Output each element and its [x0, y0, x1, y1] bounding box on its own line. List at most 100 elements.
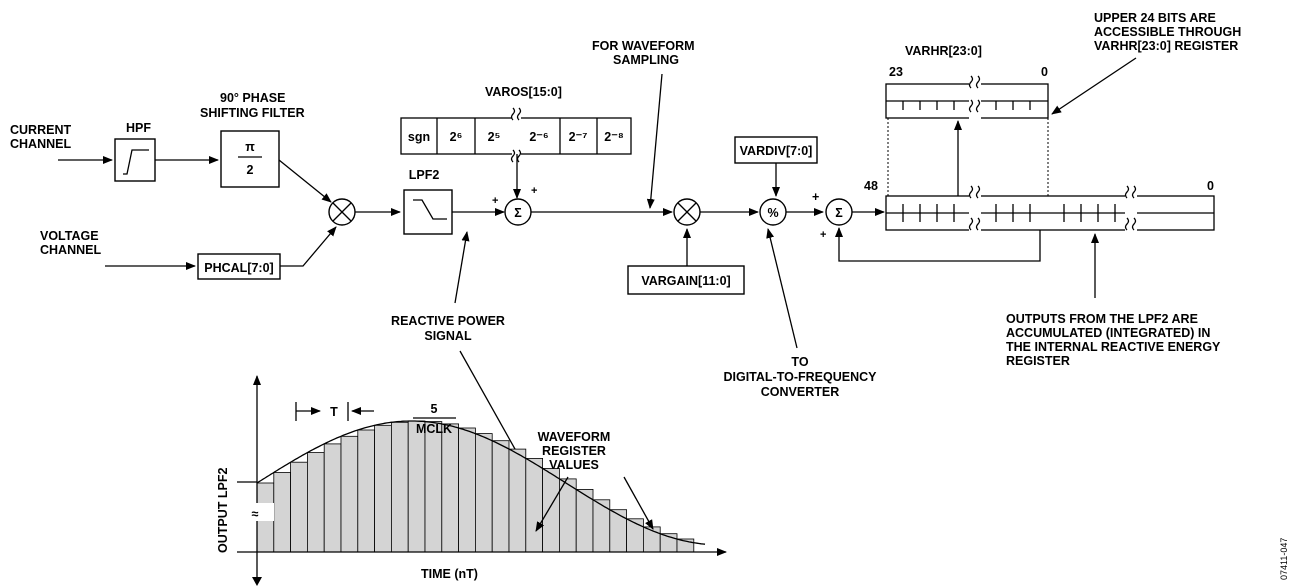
sigma-2: Σ	[835, 206, 843, 220]
waveform-bar	[525, 457, 543, 553]
reactive-power-arrow	[454, 231, 470, 304]
waveform-bar	[609, 509, 627, 553]
reactive-power-plus-left-2: +	[812, 190, 819, 204]
varhr-bit-0: 0	[1041, 65, 1048, 79]
outputs-note: OUTPUTS FROM THE LPF2 ARE	[1006, 312, 1198, 326]
waveform-values-arrow-left	[535, 476, 569, 532]
plot-y-label: OUTPUT LPF2	[216, 468, 230, 553]
waveform-bar	[357, 429, 375, 553]
varos-cell-2-m7: 2⁻⁷	[569, 130, 588, 144]
waveform-bar	[508, 448, 527, 553]
upper-bits-note-2: ACCESSIBLE THROUGH	[1094, 25, 1241, 39]
multiplier-1	[328, 198, 356, 226]
lpf2-output-curve	[256, 420, 706, 545]
waveform-bar	[390, 421, 409, 553]
to-dfc-label-3: CONVERTER	[761, 385, 839, 399]
varos-cell-2-m6: 2⁻⁶	[529, 130, 548, 144]
phase-to-mult-wire	[278, 159, 332, 203]
waveform-bar	[374, 424, 392, 553]
waveform-values-arrow-right	[623, 476, 654, 530]
phase-filter-label-2: SHIFTING FILTER	[200, 106, 305, 120]
waveform-bar	[474, 433, 493, 553]
waveform-bar	[290, 461, 308, 553]
hpf-label: HPF	[126, 121, 151, 135]
waveform-bar	[340, 435, 359, 553]
current-channel-label-2: CHANNEL	[10, 137, 71, 151]
waveform-bar	[407, 420, 426, 553]
varhr-bit-23: 23	[889, 65, 903, 79]
waveform-bar	[559, 478, 577, 553]
varhr-label: VARHR[23:0]	[905, 44, 982, 58]
waveform-bar	[491, 440, 510, 553]
to-dfc-label: TO	[791, 355, 808, 369]
waveform-sampling-arrow	[646, 73, 663, 209]
two-symbol: 2	[247, 163, 254, 177]
current-channel-label: CURRENT	[10, 123, 71, 137]
lpf2-block	[403, 189, 453, 235]
waveform-bar	[542, 467, 560, 553]
sum1-plus-top: +	[531, 185, 537, 197]
phase-filter-block	[220, 130, 280, 188]
outputs-note-4: REGISTER	[1006, 354, 1070, 368]
period-label: T	[330, 405, 338, 419]
percent-symbol: %	[767, 206, 778, 220]
waveform-register-values-label: WAVEFORM	[538, 430, 611, 444]
waveform-bar	[273, 472, 291, 553]
waveform-bar	[441, 423, 459, 553]
multiplier-2	[673, 198, 701, 226]
waveform-sampling-label: FOR WAVEFORM	[592, 39, 695, 53]
voltage-channel-label: VOLTAGE	[40, 229, 99, 243]
varos-cell-2-m8: 2⁻⁸	[604, 130, 624, 144]
waveform-bar	[458, 427, 476, 553]
hpf-icon	[123, 149, 149, 175]
accumulator-feedback-wire	[835, 227, 1041, 262]
varos-cell-sgn: sgn	[408, 130, 430, 144]
varos-break-mark	[510, 107, 522, 163]
phase-filter-label: 90° PHASE	[220, 91, 285, 105]
register-bit-48: 48	[864, 179, 878, 193]
waveform-bar	[323, 443, 342, 553]
upper-bits-note-3: VARHR[23:0] REGISTER	[1094, 39, 1238, 53]
fraction-numerator: 5	[431, 402, 438, 416]
varos-label: VAROS[15:0]	[485, 85, 562, 99]
phcal-label: PHCAL[7:0]	[204, 261, 273, 275]
outputs-note-2: ACCUMULATED (INTEGRATED) IN	[1006, 326, 1210, 340]
internal-register-ticks	[886, 185, 1214, 238]
sum1-plus-left: +	[492, 195, 498, 207]
waveform-register-values-label-3: VALUES	[549, 458, 599, 472]
reactive-power-label: REACTIVE POWER	[391, 314, 505, 328]
reactive-power-label-2: SIGNAL	[424, 329, 472, 343]
vardiv-block	[734, 136, 818, 164]
varhr-register-ticks	[886, 75, 1048, 124]
vargain-block	[627, 265, 745, 295]
waveform-bar	[306, 452, 325, 553]
varos-cell-2-6: 2⁶	[450, 130, 463, 144]
voltage-channel-label-2: CHANNEL	[40, 243, 101, 257]
plot-x-label: TIME (nT)	[421, 567, 478, 581]
waveform-register-values-label-2: REGISTER	[542, 444, 606, 458]
vargain-label: VARGAIN[11:0]	[641, 274, 730, 288]
figure-id: 07411-047	[1279, 538, 1289, 580]
vardiv-label: VARDIV[7:0]	[740, 144, 813, 158]
lpf2-label: LPF2	[409, 168, 440, 182]
period-marker	[295, 402, 374, 421]
upper-bits-note: UPPER 24 BITS ARE	[1094, 11, 1216, 25]
waveform-bar	[424, 421, 443, 553]
sum2-plus-bottom: +	[820, 229, 826, 241]
to-dfc-arrow	[766, 228, 798, 349]
to-dfc-label-2: DIGITAL-TO-FREQUENCY	[723, 370, 877, 384]
varos-cell-2-5: 2⁵	[488, 130, 501, 144]
pi-symbol: π	[245, 140, 255, 154]
lpf2-icon	[413, 199, 447, 220]
phcal-to-mult-wire	[280, 226, 337, 267]
axis-break-symbol: ≈	[252, 507, 259, 521]
sigma-1: Σ	[514, 206, 522, 220]
outputs-note-3: THE INTERNAL REACTIVE ENERGY	[1006, 340, 1221, 354]
waveform-sampling-label-2: SAMPLING	[613, 53, 679, 67]
waveform-bar	[626, 518, 644, 553]
fraction-denominator: MCLK	[416, 422, 452, 436]
waveform-bars	[256, 420, 695, 553]
register-bit-0: 0	[1207, 179, 1214, 193]
axis-break-mask	[240, 503, 274, 521]
